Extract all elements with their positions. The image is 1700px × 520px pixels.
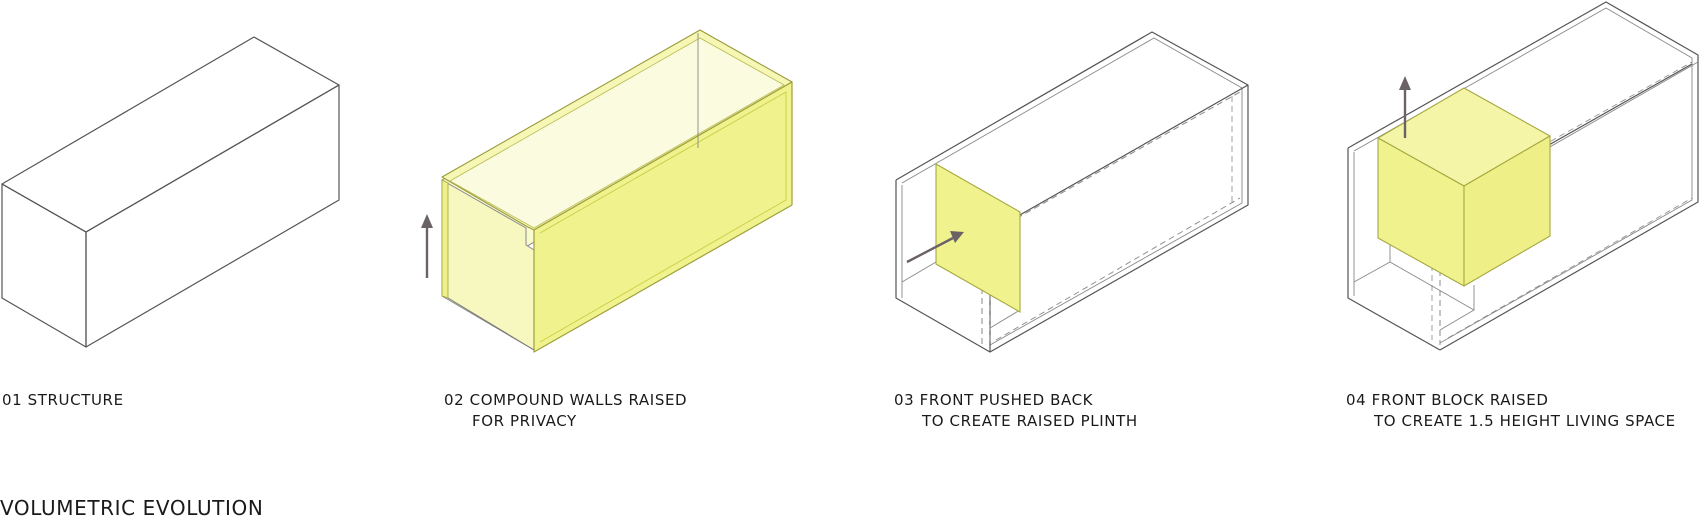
- up-arrow-04: [1399, 76, 1411, 138]
- step-03-label-line1: 03 FRONT PUSHED BACK: [894, 391, 1094, 409]
- step-02-label-line1: 02 COMPOUND WALLS RAISED: [444, 391, 688, 409]
- up-arrow-02: [421, 214, 433, 278]
- front-wall: [533, 81, 793, 353]
- step-02-walls: [441, 29, 793, 353]
- step-02-label: 02 COMPOUND WALLS RAISED FOR PRIVACY: [444, 390, 687, 432]
- diagram-title: VOLUMETRIC EVOLUTION: [0, 496, 264, 520]
- step-02-label-line2: FOR PRIVACY: [472, 412, 577, 430]
- step-04-box: [1347, 1, 1699, 351]
- step-04-label-line2: TO CREATE 1.5 HEIGHT LIVING SPACE: [1374, 412, 1676, 430]
- step-01-box: [1, 36, 340, 348]
- step-01-label: 01 STRUCTURE: [2, 390, 124, 411]
- step-01-label-line1: 01 STRUCTURE: [2, 391, 124, 409]
- step-04-label: 04 FRONT BLOCK RAISED TO CREATE 1.5 HEIG…: [1346, 390, 1676, 432]
- pushed-front-wall: [935, 163, 1021, 313]
- step-04-label-line1: 04 FRONT BLOCK RAISED: [1346, 391, 1549, 409]
- step-03-label-line2: TO CREATE RAISED PLINTH: [922, 412, 1138, 430]
- step-03-label: 03 FRONT PUSHED BACK TO CREATE RAISED PL…: [894, 390, 1138, 432]
- raised-front-block: [1377, 87, 1551, 287]
- push-arrow-03: [906, 231, 964, 264]
